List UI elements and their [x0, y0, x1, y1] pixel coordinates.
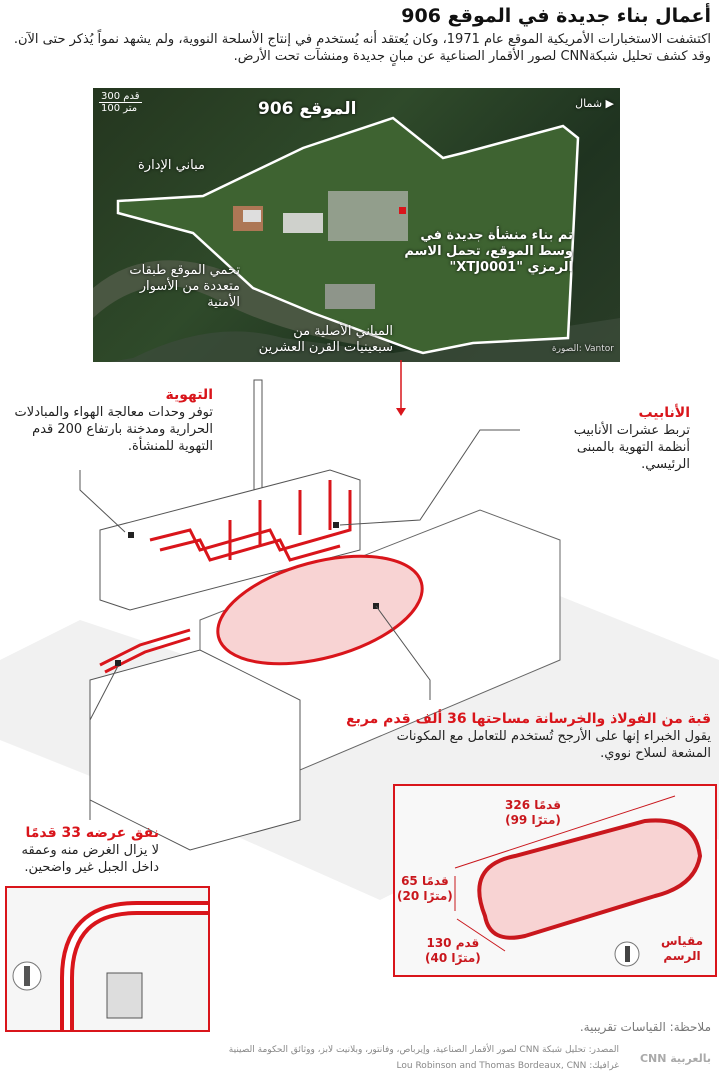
arrow-down-icon — [396, 408, 406, 416]
dome-dimensions-inset: 326 قدمًا(99 مترًا) 65 قدمًا(20 مترًا) 1… — [393, 784, 717, 977]
graphic-credit: غرافيك: Lou Robinson and Thomas Bordeaux… — [396, 1061, 619, 1071]
new-facility-marker — [399, 207, 406, 214]
image-credit: الصورة: Vantor — [551, 344, 614, 354]
satellite-map: 300 قدم 100 متر شمال ▶ الموقع 906 مباني … — [93, 88, 620, 362]
dome — [216, 554, 424, 666]
scale-feet: 300 قدم — [99, 91, 142, 103]
tunnel-text: لا يزال الغرض منه وعمقه داخل الجبل غير و… — [21, 843, 159, 875]
length-ft: 326 قدمًا — [505, 798, 561, 812]
pipes-text: تربط عشرات الأنابيب أنظمة التهوية بالمبن… — [573, 423, 690, 472]
scale-bar: 300 قدم 100 متر — [99, 91, 142, 114]
height-dimension: 65 قدمًا(20 مترًا) — [397, 874, 453, 904]
north-indicator: شمال ▶ — [575, 96, 614, 112]
new-facility-label: تم بناء منشأة جديدة في وسط الموقع، تحمل … — [404, 228, 573, 275]
pipes-callout: الأنابيب تربط عشرات الأنابيب أنظمة التهو… — [550, 404, 690, 473]
intro-text: اكتشفت الاستخبارات الأمريكية الموقع عام … — [13, 32, 711, 64]
width-ft: 130 قدم — [426, 936, 480, 950]
pipes — [99, 480, 352, 674]
dome-callout: قبة من الفولاذ والخرسانة مساحتها 36 ألف … — [271, 710, 711, 762]
ventilation-callout: التهوية توفر وحدات معالجة الهواء والمباد… — [3, 386, 213, 455]
north-arrow-icon: ▶ — [605, 97, 614, 110]
width-m: (40 مترًا) — [425, 951, 481, 965]
scale-label: مقياس الرسم — [660, 934, 704, 963]
tunnel-title: نفق عرضه 33 قدمًا — [25, 825, 159, 841]
source: المصدر: تحليل شبكة CNN لصور الأقمار الصن… — [228, 1045, 619, 1055]
tunnel-inset — [5, 886, 210, 1032]
length-dimension: 326 قدمًا(99 مترًا) — [505, 798, 561, 828]
north-label: شمال — [575, 97, 603, 110]
dome-title: قبة من الفولاذ والخرسانة مساحتها 36 ألف … — [346, 711, 711, 727]
tunnel-callout: نفق عرضه 33 قدمًا لا يزال الغرض منه وعمق… — [3, 824, 159, 876]
admin-buildings-label: مباني الإدارة — [138, 158, 205, 173]
cnn-arabic-logo: CNN بالعربية — [639, 1052, 711, 1065]
pipes-title: الأنابيب — [638, 405, 690, 421]
dome-text: يقول الخبراء إنها على الأرجح تُستخدم للت… — [396, 729, 711, 761]
note: ملاحظة: القياسات تقريبية. — [579, 1020, 711, 1034]
scale-meters: 100 متر — [101, 103, 138, 114]
truck-icon — [106, 972, 143, 1019]
height-m: (20 مترًا) — [397, 889, 453, 903]
site-boundary — [93, 116, 620, 362]
height-ft: 65 قدمًا — [401, 874, 449, 888]
length-m: (99 مترًا) — [505, 813, 561, 827]
original-buildings-label: المباني الأصلية من سبعينيات القرن العشري… — [258, 324, 393, 355]
ventilation-title: التهوية — [165, 387, 213, 403]
walls-label: تحمي الموقع طبقات متعددة من الأسوار الأم… — [129, 263, 240, 310]
width-dimension: 130 قدم(40 مترًا) — [425, 936, 481, 966]
ventilation-text: توفر وحدات معالجة الهواء والمبادلات الحر… — [14, 405, 213, 454]
site-label: الموقع 906 — [258, 99, 357, 119]
page-title: أعمال بناء جديدة في الموقع 906 — [401, 5, 711, 27]
